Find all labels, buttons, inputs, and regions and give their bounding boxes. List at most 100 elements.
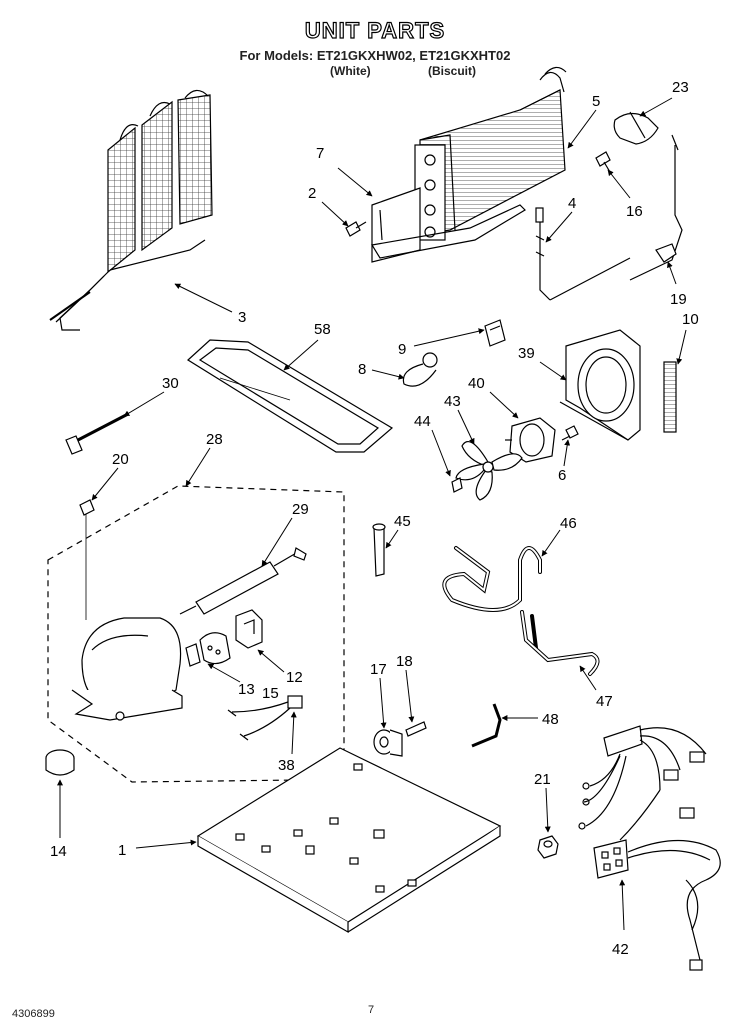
leader-5 [567, 109, 597, 149]
leader-21 [544, 787, 551, 833]
fan-blade-43 [455, 441, 523, 501]
harness-38 [227, 695, 303, 741]
relay-13 [199, 632, 231, 665]
leader-19 [667, 261, 677, 285]
wire-8 [402, 352, 438, 387]
leader-1 [135, 839, 197, 849]
callout-14: 14 [50, 843, 67, 860]
leader-13 [207, 663, 241, 683]
clip-9 [484, 319, 506, 347]
leader-46 [541, 529, 561, 557]
screw-20 [79, 499, 95, 620]
callout-19: 19 [670, 291, 687, 308]
tube-46-inner [443, 547, 541, 611]
wiring-harness-42 [578, 725, 721, 971]
callout-40: 40 [468, 375, 485, 392]
callout-3: 3 [238, 309, 246, 326]
callout-29: 29 [292, 501, 309, 518]
leader-6 [563, 439, 571, 467]
callout-46: 46 [560, 515, 577, 532]
overload-12 [235, 609, 263, 649]
callout-10: 10 [682, 311, 699, 328]
callout-6: 6 [558, 467, 566, 484]
callout-2: 2 [308, 185, 316, 202]
callout-13: 13 [238, 681, 255, 698]
callout-43: 43 [444, 393, 461, 410]
leader-29 [261, 517, 293, 567]
callout-1: 1 [118, 842, 126, 859]
thermistor-30 [65, 412, 129, 455]
base-plate-1 [196, 747, 502, 934]
leader-38 [290, 711, 297, 755]
fan-motor-40 [505, 417, 556, 463]
leader-40 [489, 391, 519, 419]
callout-5: 5 [592, 93, 600, 110]
callout-8: 8 [358, 361, 366, 378]
screw-18 [405, 721, 427, 737]
grommet-14 [45, 749, 75, 776]
leader-28 [185, 447, 211, 487]
condenser-coil [49, 89, 213, 331]
grommet-17 [373, 729, 403, 757]
dryer-29 [179, 547, 307, 615]
callout-21: 21 [534, 771, 551, 788]
leader-8 [371, 369, 405, 380]
variant-white-label: (White) [330, 64, 371, 78]
leader-12 [257, 649, 285, 673]
leader-58 [283, 339, 319, 371]
tube-47 [520, 610, 600, 676]
models-line: For Models: ET21GKXHW02, ET21GKXHT02 [239, 48, 511, 63]
clip-44 [451, 477, 463, 493]
callout-15: 15 [262, 685, 279, 702]
page-title: UNIT PARTS [304, 17, 446, 43]
nut-21 [537, 835, 559, 859]
leader-7 [337, 167, 373, 197]
callout-12: 12 [286, 669, 303, 686]
evaporator-bracket [371, 187, 526, 263]
tube-47-inner [521, 611, 599, 675]
leader-23 [639, 97, 673, 117]
callout-17: 17 [370, 661, 387, 678]
callout-44: 44 [414, 413, 431, 430]
leader-9 [413, 328, 485, 347]
strip-10 [663, 361, 677, 433]
callout-9: 9 [398, 341, 406, 358]
callout-23: 23 [672, 79, 689, 96]
document-number: 4306899 [12, 1008, 55, 1020]
compressor-assembly-28-boundary [47, 485, 345, 783]
callout-38: 38 [278, 757, 295, 774]
screw-45 [372, 523, 386, 577]
leader-43 [457, 409, 475, 445]
callout-20: 20 [112, 451, 129, 468]
callout-42: 42 [612, 941, 629, 958]
tube-48 [471, 703, 502, 748]
screw-2 [345, 221, 367, 237]
leader-4 [545, 211, 573, 243]
screw-6 [561, 425, 579, 441]
callout-4: 4 [568, 195, 576, 212]
callout-45: 45 [394, 513, 411, 530]
leader-10 [676, 329, 687, 365]
callout-7: 7 [316, 145, 324, 162]
leader-44 [431, 429, 451, 477]
callout-30: 30 [162, 375, 179, 392]
leader-45 [385, 529, 399, 549]
callout-48: 48 [542, 711, 559, 728]
callout-39: 39 [518, 345, 535, 362]
leader-2 [321, 201, 349, 227]
tube-46 [442, 546, 542, 612]
drain-tray-58 [187, 339, 394, 453]
leader-47 [579, 665, 597, 691]
compressor-body [71, 617, 183, 721]
clip-19 [655, 243, 677, 263]
callout-58: 58 [314, 321, 331, 338]
page-number: 7 [368, 1004, 375, 1016]
leader-30 [123, 391, 165, 417]
thermistor-wire-4 [535, 207, 631, 301]
leader-42 [619, 879, 626, 931]
leader-39 [539, 361, 567, 381]
leader-18 [405, 669, 415, 723]
cover-15 [185, 643, 201, 667]
